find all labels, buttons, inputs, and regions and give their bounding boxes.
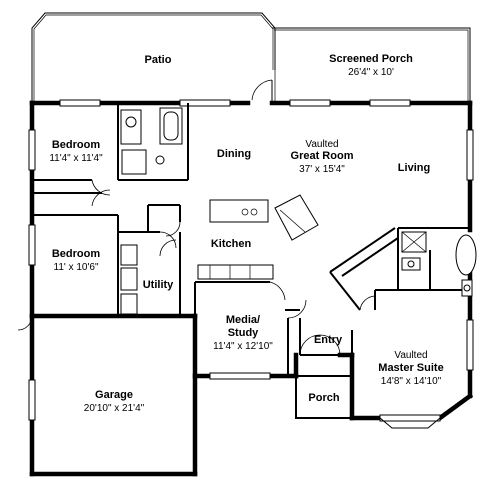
room-label-great-room: Great Room (291, 150, 354, 162)
utility-appliances (120, 244, 138, 315)
master-bath-fixtures (401, 231, 477, 297)
room-label-dining: Dining (217, 148, 251, 160)
bath-fixtures (120, 107, 183, 175)
room-label-media-study-2: Study (228, 327, 259, 339)
room-label-garage: Garage (95, 389, 133, 401)
room-label-porch: Porch (308, 392, 339, 404)
room-label-media-study: Media/ (226, 314, 260, 326)
front-porch (295, 375, 353, 419)
room-dims-screened-porch: 26'4" x 10' (348, 67, 394, 78)
kitchen-counters (197, 194, 319, 280)
room-label-patio: Patio (145, 54, 172, 66)
interior-walls (32, 103, 470, 376)
screened-porch-outline (251, 27, 471, 102)
room-dims-master-suite: 14'8" x 14'10" (381, 376, 442, 387)
room-label-great-room-vaulted: Vaulted (305, 139, 338, 150)
room-dims-bedroom-1: 11'4" x 11'4" (49, 153, 103, 164)
room-dims-great-room: 37' x 15'4" (299, 164, 345, 175)
room-label-entry: Entry (314, 334, 343, 346)
room-label-living: Living (398, 162, 430, 174)
windows (28, 99, 474, 429)
door-swings (17, 179, 376, 356)
room-label-utility: Utility (143, 279, 174, 291)
room-label-bedroom-2: Bedroom (52, 248, 101, 260)
room-dims-bedroom-2: 11' x 10'6" (54, 262, 99, 273)
room-label-kitchen: Kitchen (211, 238, 252, 250)
room-label-bedroom-1: Bedroom (52, 139, 101, 151)
room-dims-garage: 20'10" x 21'4" (84, 403, 145, 414)
room-label-screened-porch: Screened Porch (329, 53, 413, 65)
room-label-master-suite: Master Suite (378, 362, 443, 374)
room-dims-media-study: 11'4" x 12'10" (213, 341, 273, 352)
room-label-master-vaulted: Vaulted (394, 350, 427, 361)
